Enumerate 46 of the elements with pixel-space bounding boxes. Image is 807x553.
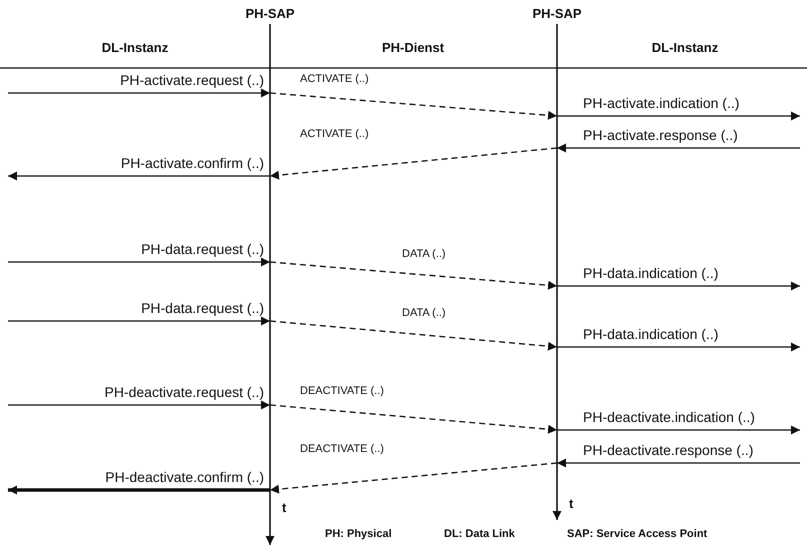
lifeline-label: PH-SAP (532, 6, 582, 21)
edge-label: PH-deactivate.confirm (..) (105, 469, 264, 485)
edge-label: PH-activate.indication (..) (583, 95, 740, 111)
message-arrow (270, 92, 558, 120)
message-arrow (557, 144, 800, 152)
edge-label: PH-data.indication (..) (583, 326, 718, 342)
message-arrow (270, 404, 558, 434)
abbreviation-note: PH: Physical (325, 528, 392, 540)
message-arrow (8, 486, 270, 494)
edge-label: DEACTIVATE (..) (298, 443, 386, 455)
message-arrow (8, 400, 270, 410)
message-arrow (557, 426, 800, 434)
edge-label: PH-data.request (..) (141, 241, 264, 257)
message-arrow (557, 112, 800, 120)
message-arrow (8, 172, 270, 180)
abbreviation-note: SAP: Service Access Point (567, 528, 708, 540)
message-arrow (270, 261, 558, 290)
edge-label: PH-activate.response (..) (583, 127, 738, 143)
message-arrow (557, 458, 800, 468)
column-heading: DL-Instanz (652, 40, 718, 55)
message-arrow (270, 147, 558, 180)
edge-label: PH-data.indication (..) (583, 265, 718, 281)
lifeline-label: PH-SAP (245, 6, 295, 21)
edge-label: PH-deactivate.request (..) (104, 384, 264, 400)
edge-label: DATA (..) (400, 248, 448, 260)
message-arrow (557, 282, 800, 290)
edge-label: PH-deactivate.indication (..) (583, 409, 755, 425)
edge-label: PH-data.request (..) (141, 300, 264, 316)
edge-label: ACTIVATE (..) (298, 73, 371, 85)
edge-label: PH-activate.confirm (..) (120, 155, 264, 171)
time-label: t (569, 496, 574, 511)
message-arrow (8, 316, 270, 326)
edge-label: PH-activate.request (..) (120, 72, 264, 88)
message-arrow (270, 462, 558, 494)
column-heading: PH-Dienst (382, 40, 444, 55)
time-label: t (282, 500, 286, 515)
message-arrow (270, 320, 558, 351)
message-arrow (8, 258, 270, 266)
message-arrow (8, 88, 270, 98)
edge-label: DATA (..) (400, 307, 448, 319)
abbreviation-note: DL: Data Link (444, 528, 515, 540)
column-heading: DL-Instanz (102, 40, 168, 55)
edge-label: DEACTIVATE (..) (298, 385, 386, 397)
edge-label: ACTIVATE (..) (298, 128, 371, 140)
message-arrow (557, 342, 800, 352)
edge-label: PH-deactivate.response (..) (583, 442, 754, 458)
